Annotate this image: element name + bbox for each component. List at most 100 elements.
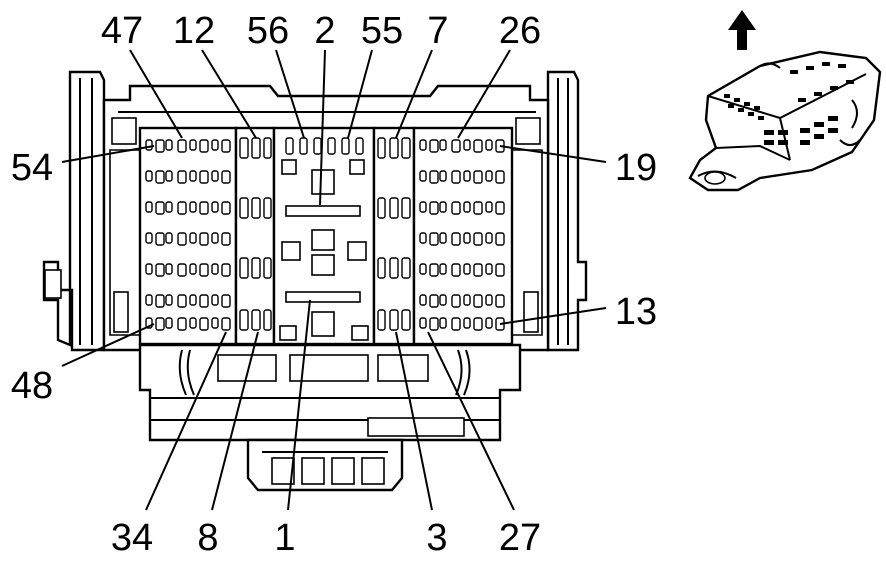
pin-cavity — [355, 137, 364, 155]
pin-cavities — [145, 137, 505, 331]
pin-cavity — [429, 201, 439, 215]
pin-cavity — [401, 197, 411, 219]
pin-cavity — [451, 263, 461, 277]
pin-cavity — [155, 139, 165, 153]
pin-cavity — [401, 137, 411, 159]
pin-cavity — [145, 201, 153, 213]
pin-cavity — [177, 232, 187, 246]
pin-cavity — [251, 137, 261, 159]
pin-cavity — [211, 201, 219, 213]
pin-cavity — [377, 309, 386, 331]
pin-cavity — [211, 232, 219, 244]
pin-cavity — [165, 139, 173, 151]
pin-cavity — [263, 309, 272, 331]
pin-cavity — [377, 197, 386, 219]
pin-cavity — [263, 197, 272, 219]
pin-cavity — [419, 232, 427, 244]
pin-cavity — [439, 139, 447, 151]
pin-cavity — [145, 139, 153, 151]
pin-cavity — [285, 137, 294, 155]
callout-12: 12 — [173, 10, 215, 52]
pin-cavity — [145, 294, 153, 306]
pin-cavity — [211, 294, 219, 306]
pin-cavity — [419, 263, 427, 275]
pin-cavity — [341, 137, 350, 155]
pin-cavity — [145, 263, 153, 275]
pin-cavity — [463, 139, 471, 151]
pin-callouts: 47 12 56 2 55 7 26 54 19 48 13 34 8 1 3 … — [11, 10, 657, 559]
pin-cavity — [165, 294, 173, 306]
pin-cavity — [145, 232, 153, 244]
pin-cavity — [429, 170, 439, 184]
pin-cavity — [177, 170, 187, 184]
pin-cavity — [485, 139, 493, 151]
connector-housing — [42, 70, 588, 492]
pin-cavity — [439, 263, 447, 275]
pin-cavity — [389, 309, 399, 331]
pin-cavity — [485, 232, 493, 244]
pin-cavity — [221, 232, 231, 246]
callout-55: 55 — [361, 10, 403, 52]
pin-cavity — [211, 263, 219, 275]
callout-19: 19 — [615, 147, 657, 189]
pin-cavity — [165, 201, 173, 213]
pin-cavity — [165, 263, 173, 275]
pin-cavity — [155, 317, 165, 331]
pin-cavity — [199, 317, 209, 331]
pin-cavity — [155, 263, 165, 277]
pin-cavity — [199, 232, 209, 246]
pin-cavity — [495, 294, 505, 308]
pin-cavity — [239, 137, 249, 159]
pin-cavity — [177, 201, 187, 215]
pin-cavity — [429, 317, 439, 331]
pin-cavity — [221, 170, 231, 184]
pin-cavity — [177, 263, 187, 277]
pin-cavity — [473, 170, 483, 184]
pin-cavity — [155, 294, 165, 308]
pin-cavity — [165, 317, 173, 329]
pin-cavity — [165, 232, 173, 244]
pin-cavity — [177, 317, 187, 331]
pin-cavity — [485, 263, 493, 275]
pin-cavity — [419, 139, 427, 151]
pin-cavity — [189, 317, 197, 329]
leader-line — [395, 331, 433, 511]
pin-cavity — [211, 170, 219, 182]
pin-cavity — [485, 170, 493, 182]
pin-cavity — [419, 294, 427, 306]
pin-cavity — [451, 139, 461, 153]
pin-cavity — [263, 257, 272, 279]
pin-cavity — [189, 201, 197, 213]
pin-cavity — [473, 139, 483, 153]
pin-cavity — [451, 294, 461, 308]
pin-cavity — [251, 257, 261, 279]
pin-cavity — [239, 257, 249, 279]
up-arrow-icon — [728, 10, 756, 50]
pin-cavity — [189, 170, 197, 182]
leader-line — [395, 49, 433, 139]
pin-cavity — [199, 263, 209, 277]
pin-cavity — [199, 294, 209, 308]
pin-cavity — [327, 137, 336, 155]
leader-line — [457, 49, 511, 139]
pin-cavity — [439, 317, 447, 329]
leader-line — [275, 49, 305, 139]
pin-cavity — [177, 139, 187, 153]
callout-3: 3 — [426, 517, 447, 559]
pin-cavity — [451, 232, 461, 246]
pin-cavity — [155, 201, 165, 215]
callout-1: 1 — [274, 517, 295, 559]
leader-line — [499, 307, 607, 325]
pin-cavity — [495, 201, 505, 215]
pin-cavity — [189, 263, 197, 275]
leader-line — [129, 49, 183, 139]
pin-cavity — [251, 197, 261, 219]
pin-cavity — [211, 139, 219, 151]
pin-cavity — [239, 197, 249, 219]
pin-cavity — [221, 294, 231, 308]
pin-cavity — [463, 170, 471, 182]
pin-cavity — [429, 263, 439, 277]
callout-34: 34 — [111, 517, 153, 559]
pin-cavity — [189, 294, 197, 306]
pin-cavity — [463, 263, 471, 275]
